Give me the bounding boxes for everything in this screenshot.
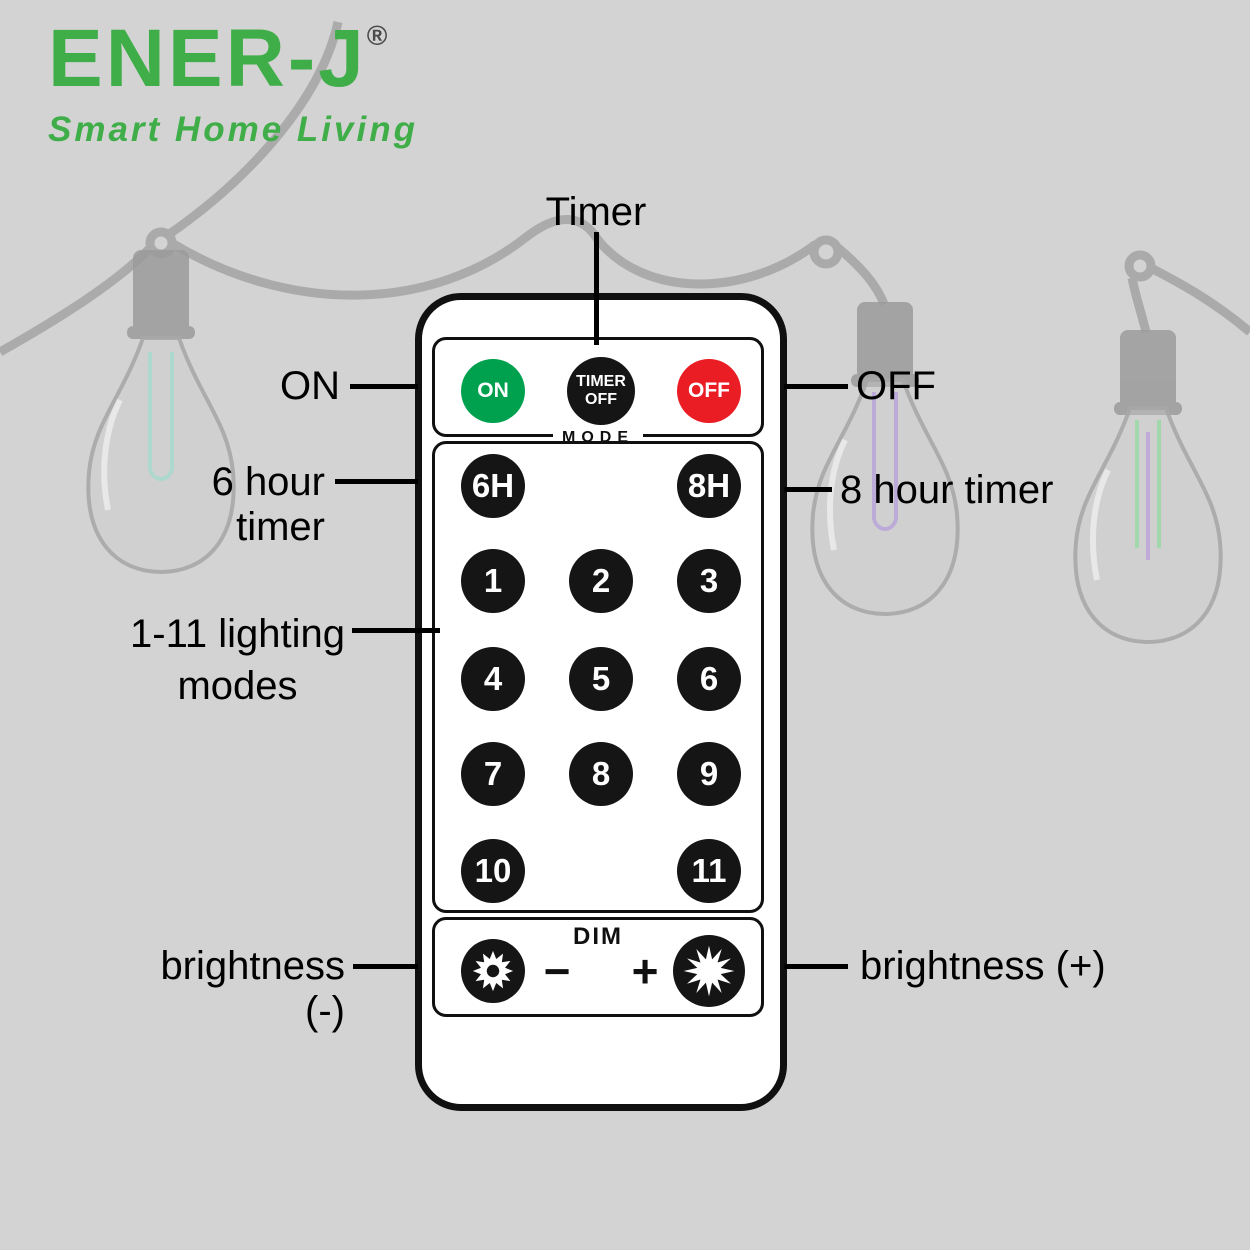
brightness-minus-pointer-line [353,964,418,969]
brightness-plus-pointer-line [784,964,848,969]
mode-button-1[interactable]: 1 [461,549,525,613]
brand-logo-text: ENER-J [48,13,367,104]
mode-button-8[interactable]: 8 [569,742,633,806]
six-hour-timer-annotation: 6 hour timer [211,460,325,549]
brightness-up-button[interactable] [673,935,745,1007]
timer-off-button[interactable]: TIMER OFF [567,357,635,425]
timer-8h-button[interactable]: 8H [677,454,741,518]
registered-mark: ® [366,20,388,51]
on-button[interactable]: ON [461,359,525,423]
lighting-modes-line1: 1-11 lighting [130,612,345,656]
off-annotation: OFF [856,364,936,408]
brand-tagline: Smart Home Living [48,110,418,149]
brightness-down-button[interactable] [461,939,525,1003]
brightness-minus-annotation: brightness (-) [160,944,345,1033]
dim-section: DIM − + [432,917,764,1017]
on-pointer-line [350,384,418,389]
mode-button-7[interactable]: 7 [461,742,525,806]
mode-button-10[interactable]: 10 [461,839,525,903]
mode-button-5[interactable]: 5 [569,647,633,711]
dim-plus-sign: + [631,945,659,997]
lighting-modes-line2: modes [177,664,298,708]
dim-label: DIM [573,923,623,950]
on-annotation: ON [280,364,340,408]
off-button[interactable]: OFF [677,359,741,423]
mode-button-11[interactable]: 11 [677,839,741,903]
sun-dim-icon [472,950,514,992]
lighting-modes-annotation: 1-11 lighting modes [130,608,345,712]
off-pointer-line [784,384,848,389]
power-section: ON TIMER OFF OFF MODE [432,337,764,447]
sun-bright-icon [683,945,735,997]
remote-control: ON TIMER OFF OFF MODE 6H 8H 1 2 3 4 5 6 … [415,293,787,1111]
brand-logo: ENER-J ® Smart Home Living [48,18,418,150]
mode-button-9[interactable]: 9 [677,742,741,806]
dim-minus-sign: − [543,945,571,997]
eight-hour-timer-annotation: 8 hour timer [840,468,1054,512]
timer-pointer-line [594,232,599,345]
mode-button-3[interactable]: 3 [677,549,741,613]
eight-hour-pointer-line [784,487,832,492]
brightness-plus-annotation: brightness (+) [860,944,1106,988]
timer-6h-button[interactable]: 6H [461,454,525,518]
mode-button-2[interactable]: 2 [569,549,633,613]
lighting-modes-pointer-line [352,628,440,633]
mode-buttons-section: 6H 8H 1 2 3 4 5 6 7 8 9 10 11 [432,441,764,913]
mode-button-6[interactable]: 6 [677,647,741,711]
six-hour-pointer-line [335,479,418,484]
timer-annotation: Timer [545,190,647,234]
mode-button-4[interactable]: 4 [461,647,525,711]
